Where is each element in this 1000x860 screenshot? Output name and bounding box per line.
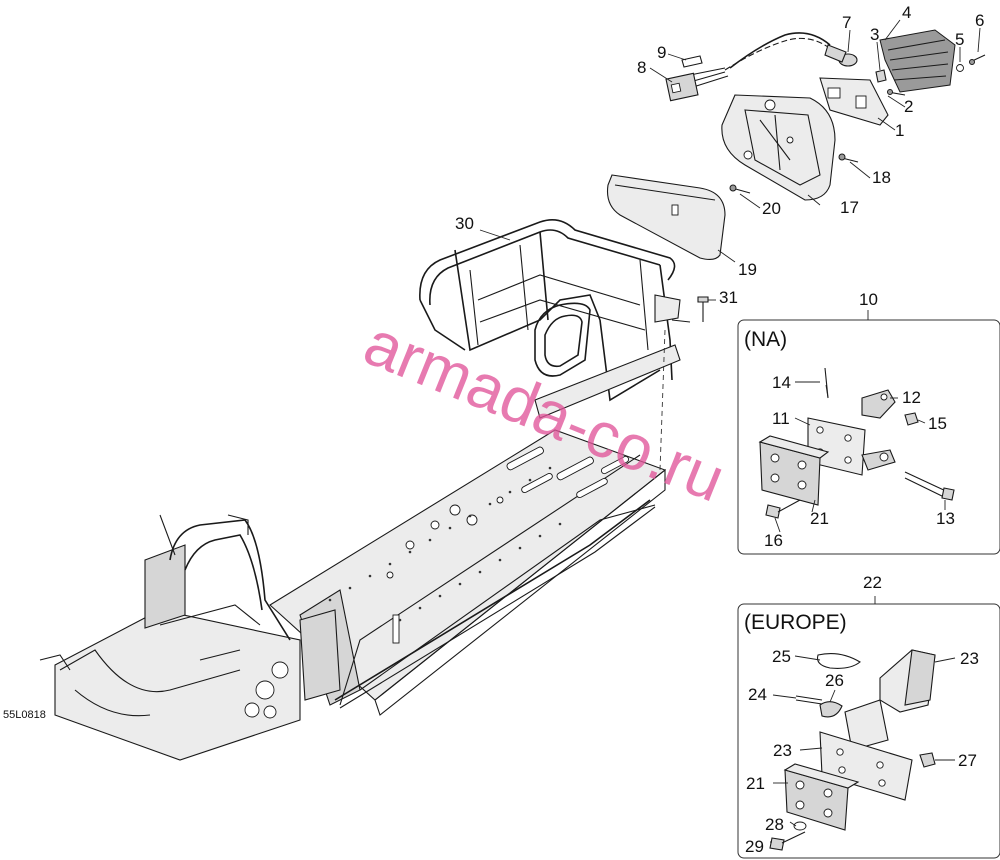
- chassis-frame: [39, 429, 667, 761]
- callout-3[interactable]: 3: [870, 25, 879, 44]
- hitch-europe[interactable]: [737, 603, 1000, 859]
- callout-1[interactable]: 1: [895, 121, 904, 140]
- reference-code: 55L0818: [3, 709, 46, 721]
- callout-7[interactable]: 7: [842, 13, 851, 32]
- callout-31[interactable]: 30: [455, 214, 474, 233]
- callout-21-europe[interactable]: 21: [746, 774, 765, 793]
- region-title-europe: (EUROPE): [744, 611, 847, 634]
- callout-20[interactable]: 20: [762, 199, 781, 218]
- callout-16[interactable]: 16: [764, 531, 783, 550]
- callout-21-na[interactable]: 21: [810, 509, 829, 528]
- callout-labels: 4 7 3 6 5 9 8 2 1 18 17 20 30 19 31 10 1…: [455, 3, 984, 856]
- callout-11[interactable]: 11: [772, 409, 790, 428]
- na-region-box: [737, 319, 1000, 555]
- callout-2[interactable]: 2: [904, 97, 913, 116]
- callout-6[interactable]: 6: [975, 11, 984, 30]
- callout-18[interactable]: 18: [872, 168, 891, 187]
- callout-23[interactable]: 23: [773, 741, 792, 760]
- callout-8[interactable]: 8: [637, 58, 646, 77]
- callout-24[interactable]: 23: [960, 649, 979, 668]
- leader-lines: [479, 19, 981, 843]
- callout-13[interactable]: 13: [936, 509, 955, 528]
- callout-25[interactable]: 24: [748, 685, 767, 704]
- hitch-na[interactable]: [737, 319, 1000, 555]
- callout-17[interactable]: 17: [840, 198, 859, 217]
- callout-9[interactable]: 9: [657, 43, 666, 62]
- callout-26[interactable]: 25: [772, 647, 791, 666]
- callout-14[interactable]: 14: [772, 373, 791, 392]
- region-title-na: (NA): [744, 328, 787, 351]
- callout-29[interactable]: 28: [765, 815, 784, 834]
- callout-19[interactable]: 19: [738, 260, 757, 279]
- callout-5[interactable]: 5: [955, 30, 964, 49]
- taillight-assembly[interactable]: [606, 29, 986, 322]
- callout-22[interactable]: 22: [863, 573, 882, 592]
- callout-32[interactable]: 31: [719, 288, 738, 307]
- callout-27[interactable]: 26: [825, 671, 844, 690]
- callout-30[interactable]: 29: [745, 837, 764, 856]
- callout-12[interactable]: 12: [902, 388, 921, 407]
- callout-28[interactable]: 27: [958, 751, 977, 770]
- cargo-rack[interactable]: [419, 219, 691, 471]
- callout-10[interactable]: 10: [859, 290, 878, 309]
- callout-4[interactable]: 4: [902, 3, 911, 22]
- callout-15[interactable]: 15: [928, 414, 947, 433]
